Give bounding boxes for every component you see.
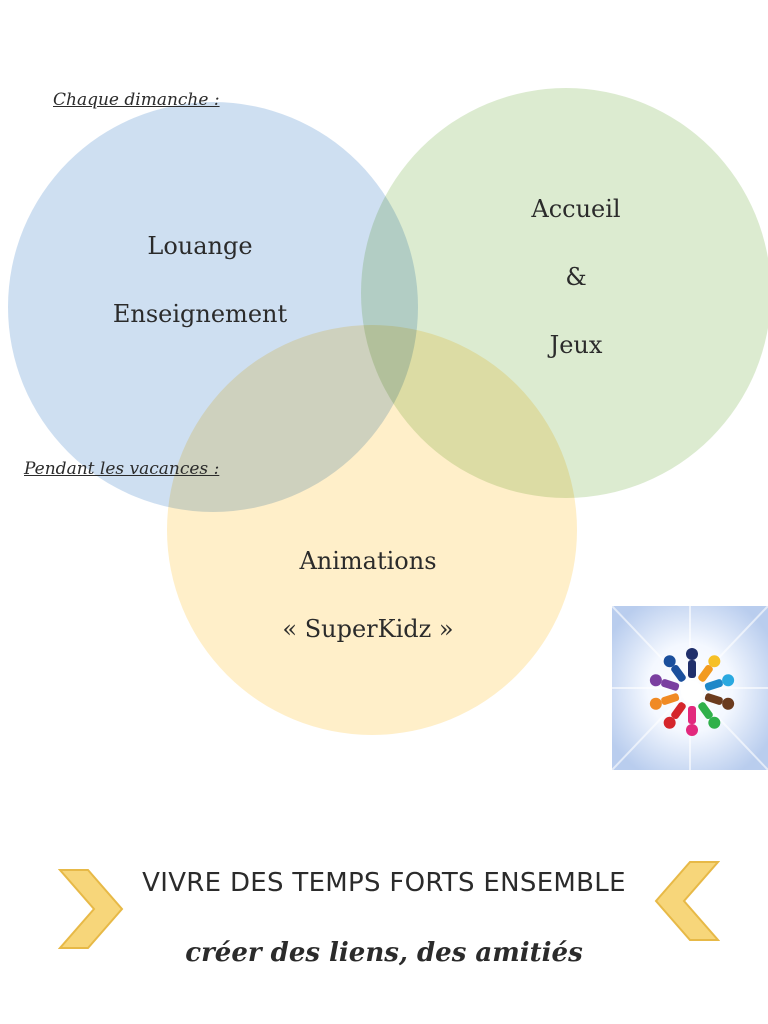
yellow-circle-line-1: Animations bbox=[299, 547, 437, 575]
people-circle-logo-icon bbox=[612, 606, 768, 770]
blue-circle-line-1: Louange bbox=[147, 232, 253, 260]
label-sunday: Chaque dimanche : bbox=[53, 90, 220, 110]
blue-circle-text: Louange Enseignement bbox=[100, 212, 300, 348]
footer-subtitle: créer des liens, des amitiés bbox=[185, 938, 583, 968]
label-holidays: Pendant les vacances : bbox=[24, 459, 220, 479]
green-circle-line-2: & bbox=[565, 263, 587, 291]
green-circle-text: Accueil & Jeux bbox=[476, 175, 676, 379]
footer-title: VIVRE DES TEMPS FORTS ENSEMBLE bbox=[142, 868, 626, 898]
yellow-circle-text: Animations « SuperKidz » bbox=[248, 527, 488, 663]
chevron-right-icon bbox=[58, 869, 124, 949]
venn-diagram bbox=[8, 88, 768, 735]
chevron-left-icon bbox=[654, 861, 720, 941]
yellow-circle-line-2: « SuperKidz » bbox=[282, 615, 454, 643]
figure-1 bbox=[686, 648, 698, 678]
venn-circle-green bbox=[361, 88, 768, 498]
venn-circle-blue bbox=[8, 102, 418, 512]
blue-circle-line-2: Enseignement bbox=[112, 300, 288, 328]
green-circle-line-3: Jeux bbox=[549, 331, 603, 359]
green-circle-line-1: Accueil bbox=[531, 195, 621, 223]
